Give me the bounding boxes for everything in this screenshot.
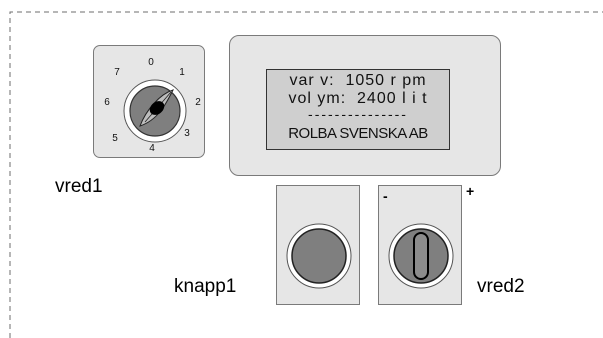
vred2-minus-sign: - [383, 188, 388, 204]
vred1-tick: 6 [104, 97, 110, 108]
vred1-tick: 7 [114, 67, 120, 78]
lcd-line-volume: vol ym: 2400 l i t [288, 90, 428, 107]
vred1-tick: 5 [112, 133, 118, 144]
vred1-knob[interactable] [94, 46, 206, 159]
vred1-tick: 2 [195, 97, 201, 108]
lcd-separator: --------------- [308, 106, 408, 122]
vred2-label: vred2 [477, 276, 525, 297]
vred1-pointer-icon [149, 101, 165, 115]
vred1-tick: 3 [184, 128, 190, 139]
lcd-line-brand: ROLBA SVENSKA AB [288, 125, 428, 142]
vred2-panel [378, 185, 462, 305]
vred1-tick: 0 [148, 57, 154, 68]
vred1-label: vred1 [55, 176, 103, 197]
knapp1-panel [276, 185, 360, 305]
vred2-plus-sign: + [466, 183, 475, 199]
vred1-tick: 4 [149, 143, 155, 154]
vred2-knob[interactable] [379, 186, 463, 306]
vred2-grip-icon [413, 232, 429, 280]
knapp1-label: knapp1 [174, 276, 237, 297]
knapp1-button[interactable] [277, 186, 361, 306]
vred1-tick: 1 [179, 67, 185, 78]
lcd-line-rpm: var v: 1050 r pm [289, 72, 427, 89]
lcd-screen: var v: 1050 r pm vol ym: 2400 l i t ----… [266, 69, 450, 150]
vred1-panel: 0 1 2 3 4 5 6 7 [93, 45, 205, 158]
